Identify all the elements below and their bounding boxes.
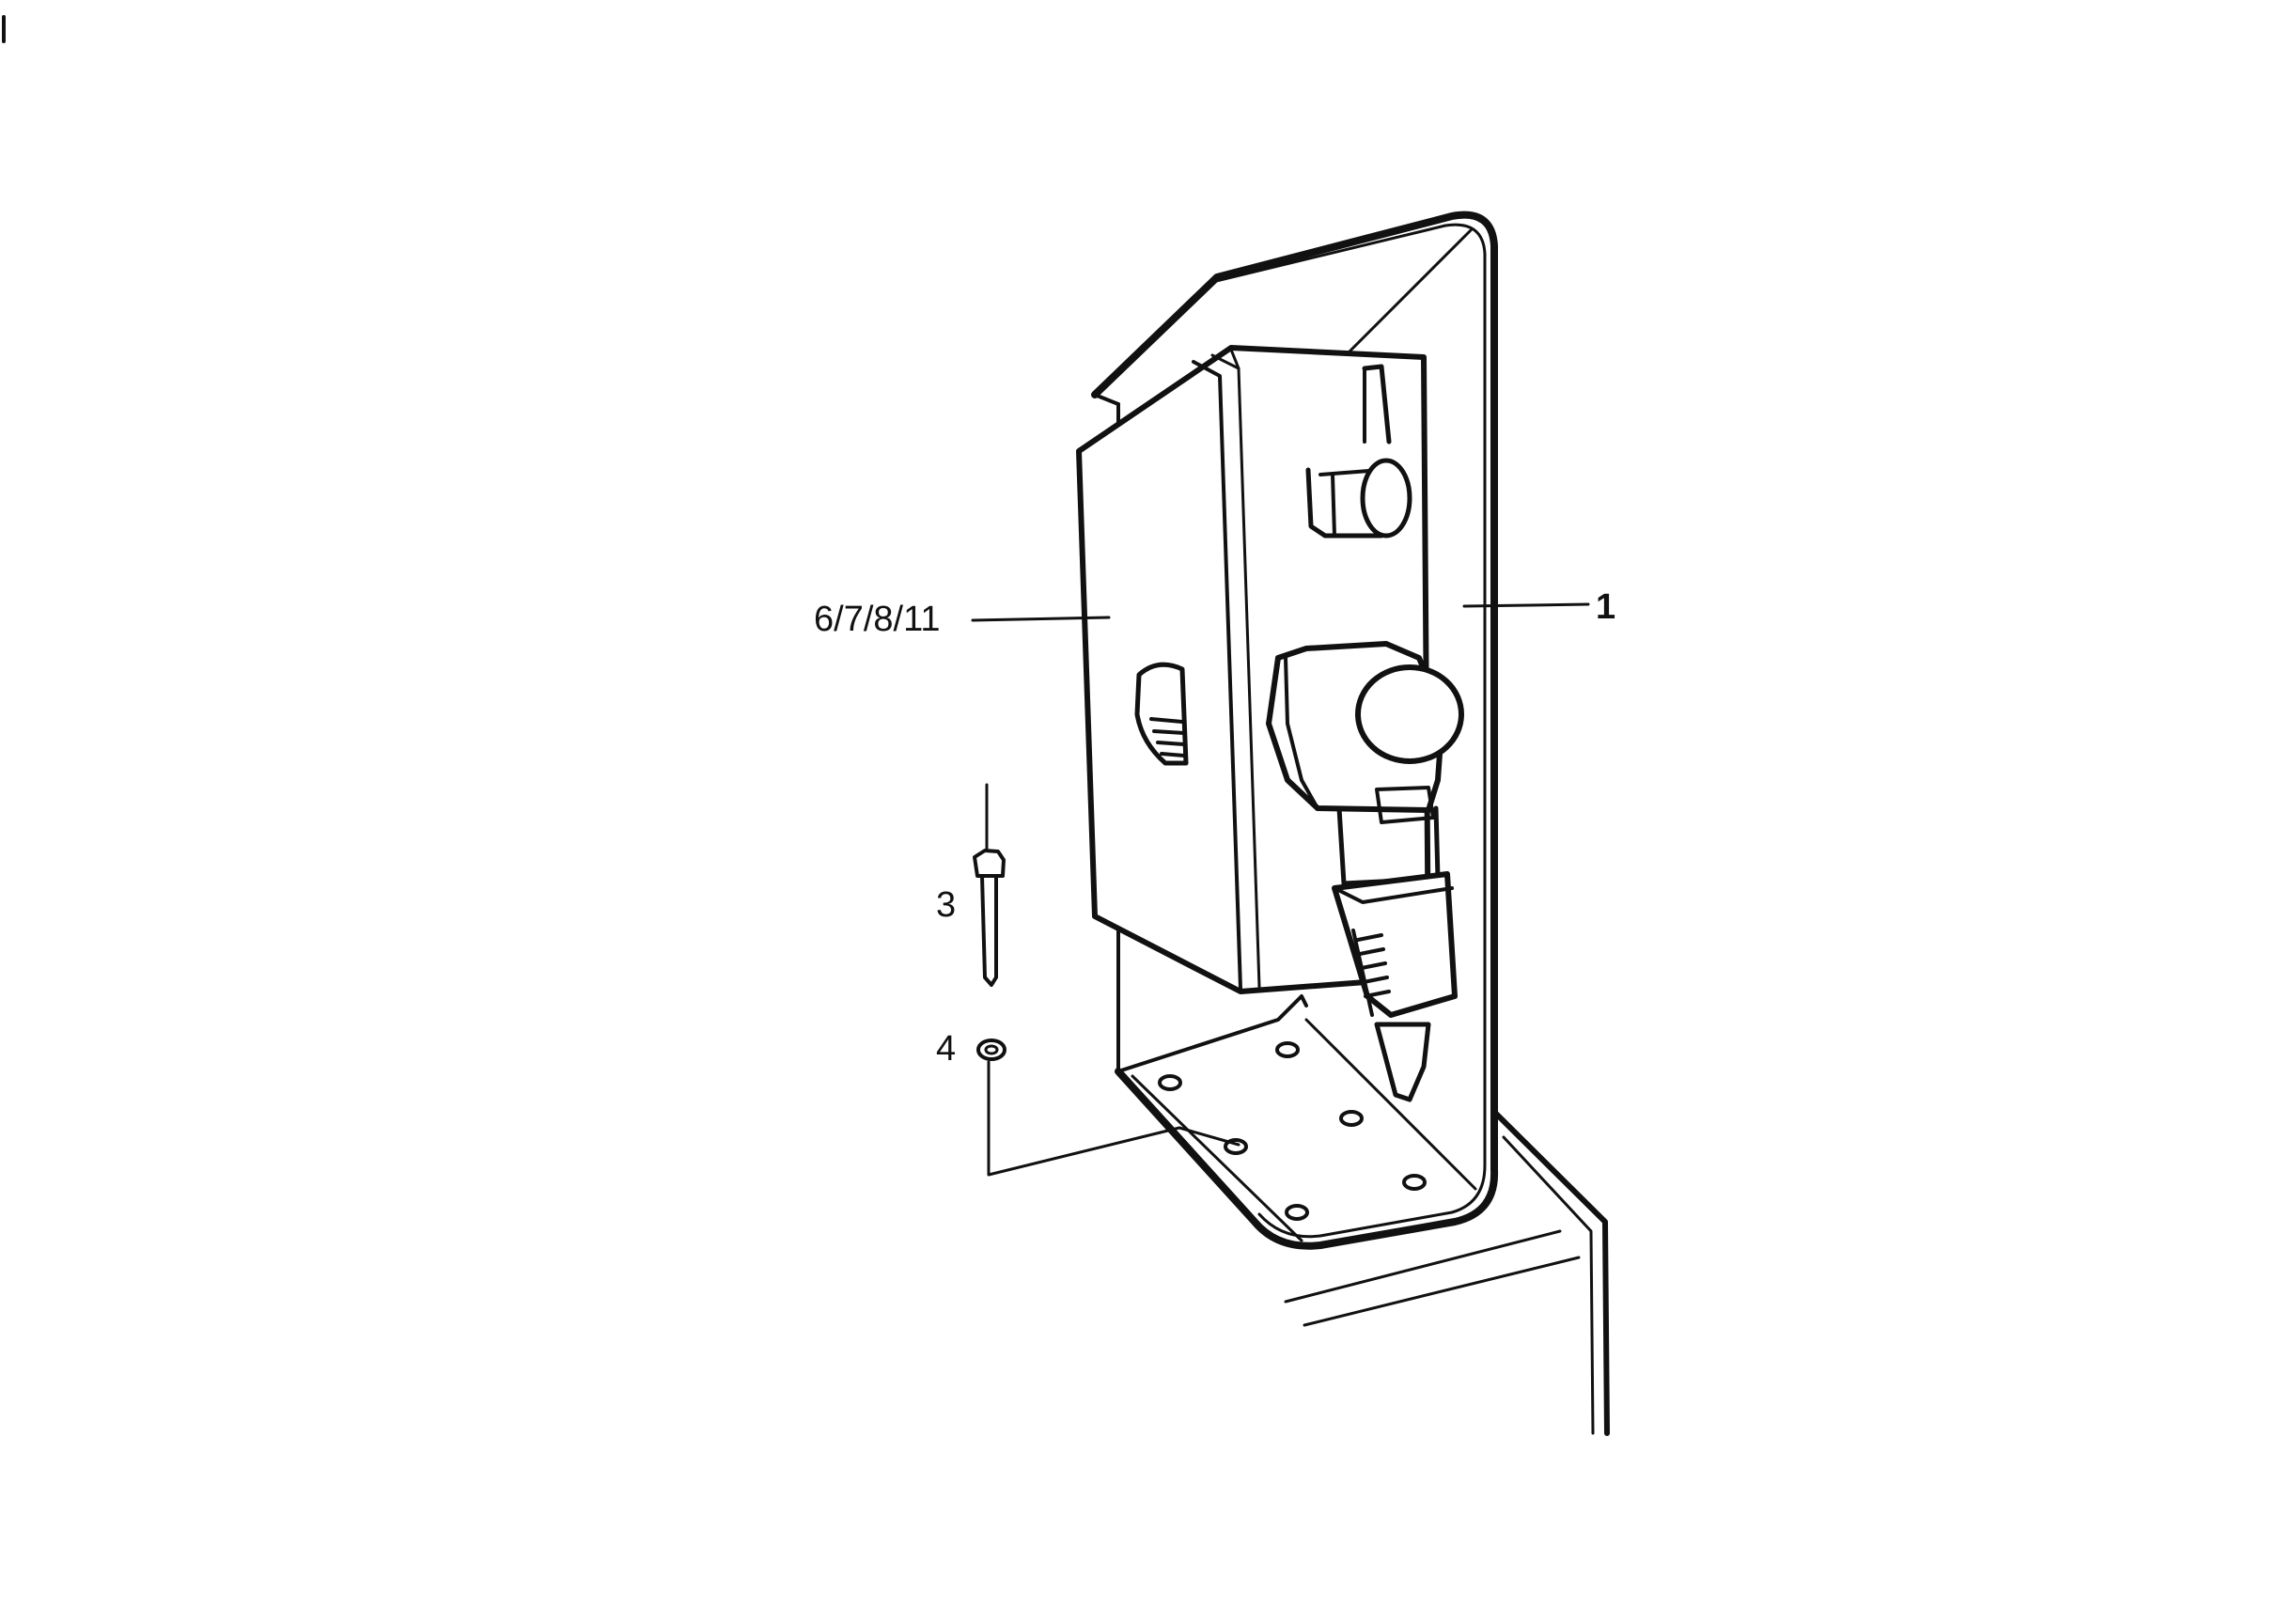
washer-part <box>976 1038 1006 1061</box>
valve-regulator <box>1266 641 1464 1102</box>
side-knob <box>1134 662 1189 766</box>
screw-part <box>973 783 1006 987</box>
callout-bracket: 1 <box>1596 587 1616 627</box>
callout-washer: 4 <box>936 1029 957 1069</box>
leader-line-bracket <box>1462 602 1590 608</box>
callout-assembly-parts: 6/7/8/11 <box>814 600 941 639</box>
top-lever-switch <box>1305 364 1412 539</box>
mounting-column <box>1284 1111 1610 1436</box>
bracket-bolt-holes <box>1158 1041 1427 1221</box>
mounting-bracket <box>1091 211 1499 1250</box>
leader-line-assembly <box>971 616 1111 622</box>
assembly-guide-line <box>987 1060 1240 1177</box>
callout-screw: 3 <box>936 885 957 925</box>
